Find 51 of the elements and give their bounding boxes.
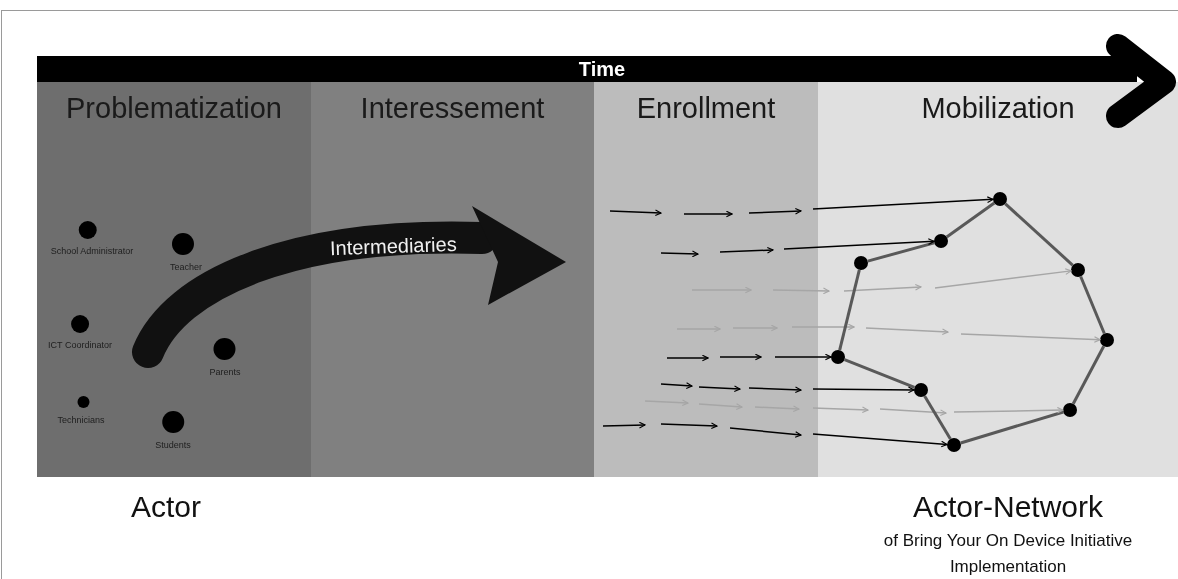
network-link — [838, 269, 861, 351]
caption-label: Actor-Network — [911, 489, 1104, 525]
network-node — [914, 383, 928, 397]
network-node — [934, 234, 948, 248]
actor-label: School Administrator — [50, 246, 134, 257]
network-node — [854, 256, 868, 270]
arrow-label: Intermediaries — [329, 231, 458, 261]
arrow — [812, 386, 915, 394]
arrow — [960, 333, 1101, 343]
actor-label: Technicians — [57, 415, 105, 426]
network-link — [843, 358, 916, 389]
axis-label: Time — [577, 57, 627, 81]
phase-heading: Mobilization — [920, 91, 1076, 126]
arrow — [953, 406, 1064, 414]
actor-label: Teacher — [170, 262, 202, 273]
network-node — [831, 350, 845, 364]
arrow — [812, 196, 994, 210]
phase-band — [311, 82, 594, 477]
phase-heading: Enrollment — [635, 91, 777, 126]
network-node — [947, 438, 961, 452]
phase-band — [594, 82, 818, 477]
arrow — [774, 353, 832, 361]
actor-label: ICT Coordinator — [48, 340, 112, 351]
phase-heading: Interessement — [359, 91, 546, 126]
phase-band — [37, 82, 311, 477]
arrow — [783, 238, 935, 250]
network-link — [945, 201, 996, 239]
network-link — [1079, 275, 1106, 335]
network-link — [1071, 345, 1106, 405]
actor-node — [50, 221, 134, 257]
arrow — [934, 268, 1072, 289]
network-node — [993, 192, 1007, 206]
actor-label: Students — [155, 440, 191, 451]
network-link — [867, 241, 935, 263]
caption-subtitle: of Bring Your On Device Initiative Implementation — [882, 530, 1134, 578]
network-node — [1063, 403, 1077, 417]
caption-label: Actor — [130, 489, 202, 525]
actor-node — [48, 315, 112, 351]
network-link — [923, 395, 952, 440]
actor-node — [57, 396, 105, 426]
actor-node — [209, 338, 241, 378]
network-link — [1004, 202, 1074, 267]
phase-band — [818, 82, 1178, 477]
phase-heading: Problematization — [65, 91, 283, 126]
actor-node — [155, 411, 191, 451]
network-node — [1100, 333, 1114, 347]
arrow — [812, 433, 948, 448]
actor-node — [170, 233, 202, 273]
actor-label: Parents — [209, 367, 241, 378]
network-node — [1071, 263, 1085, 277]
network-link — [960, 410, 1064, 445]
